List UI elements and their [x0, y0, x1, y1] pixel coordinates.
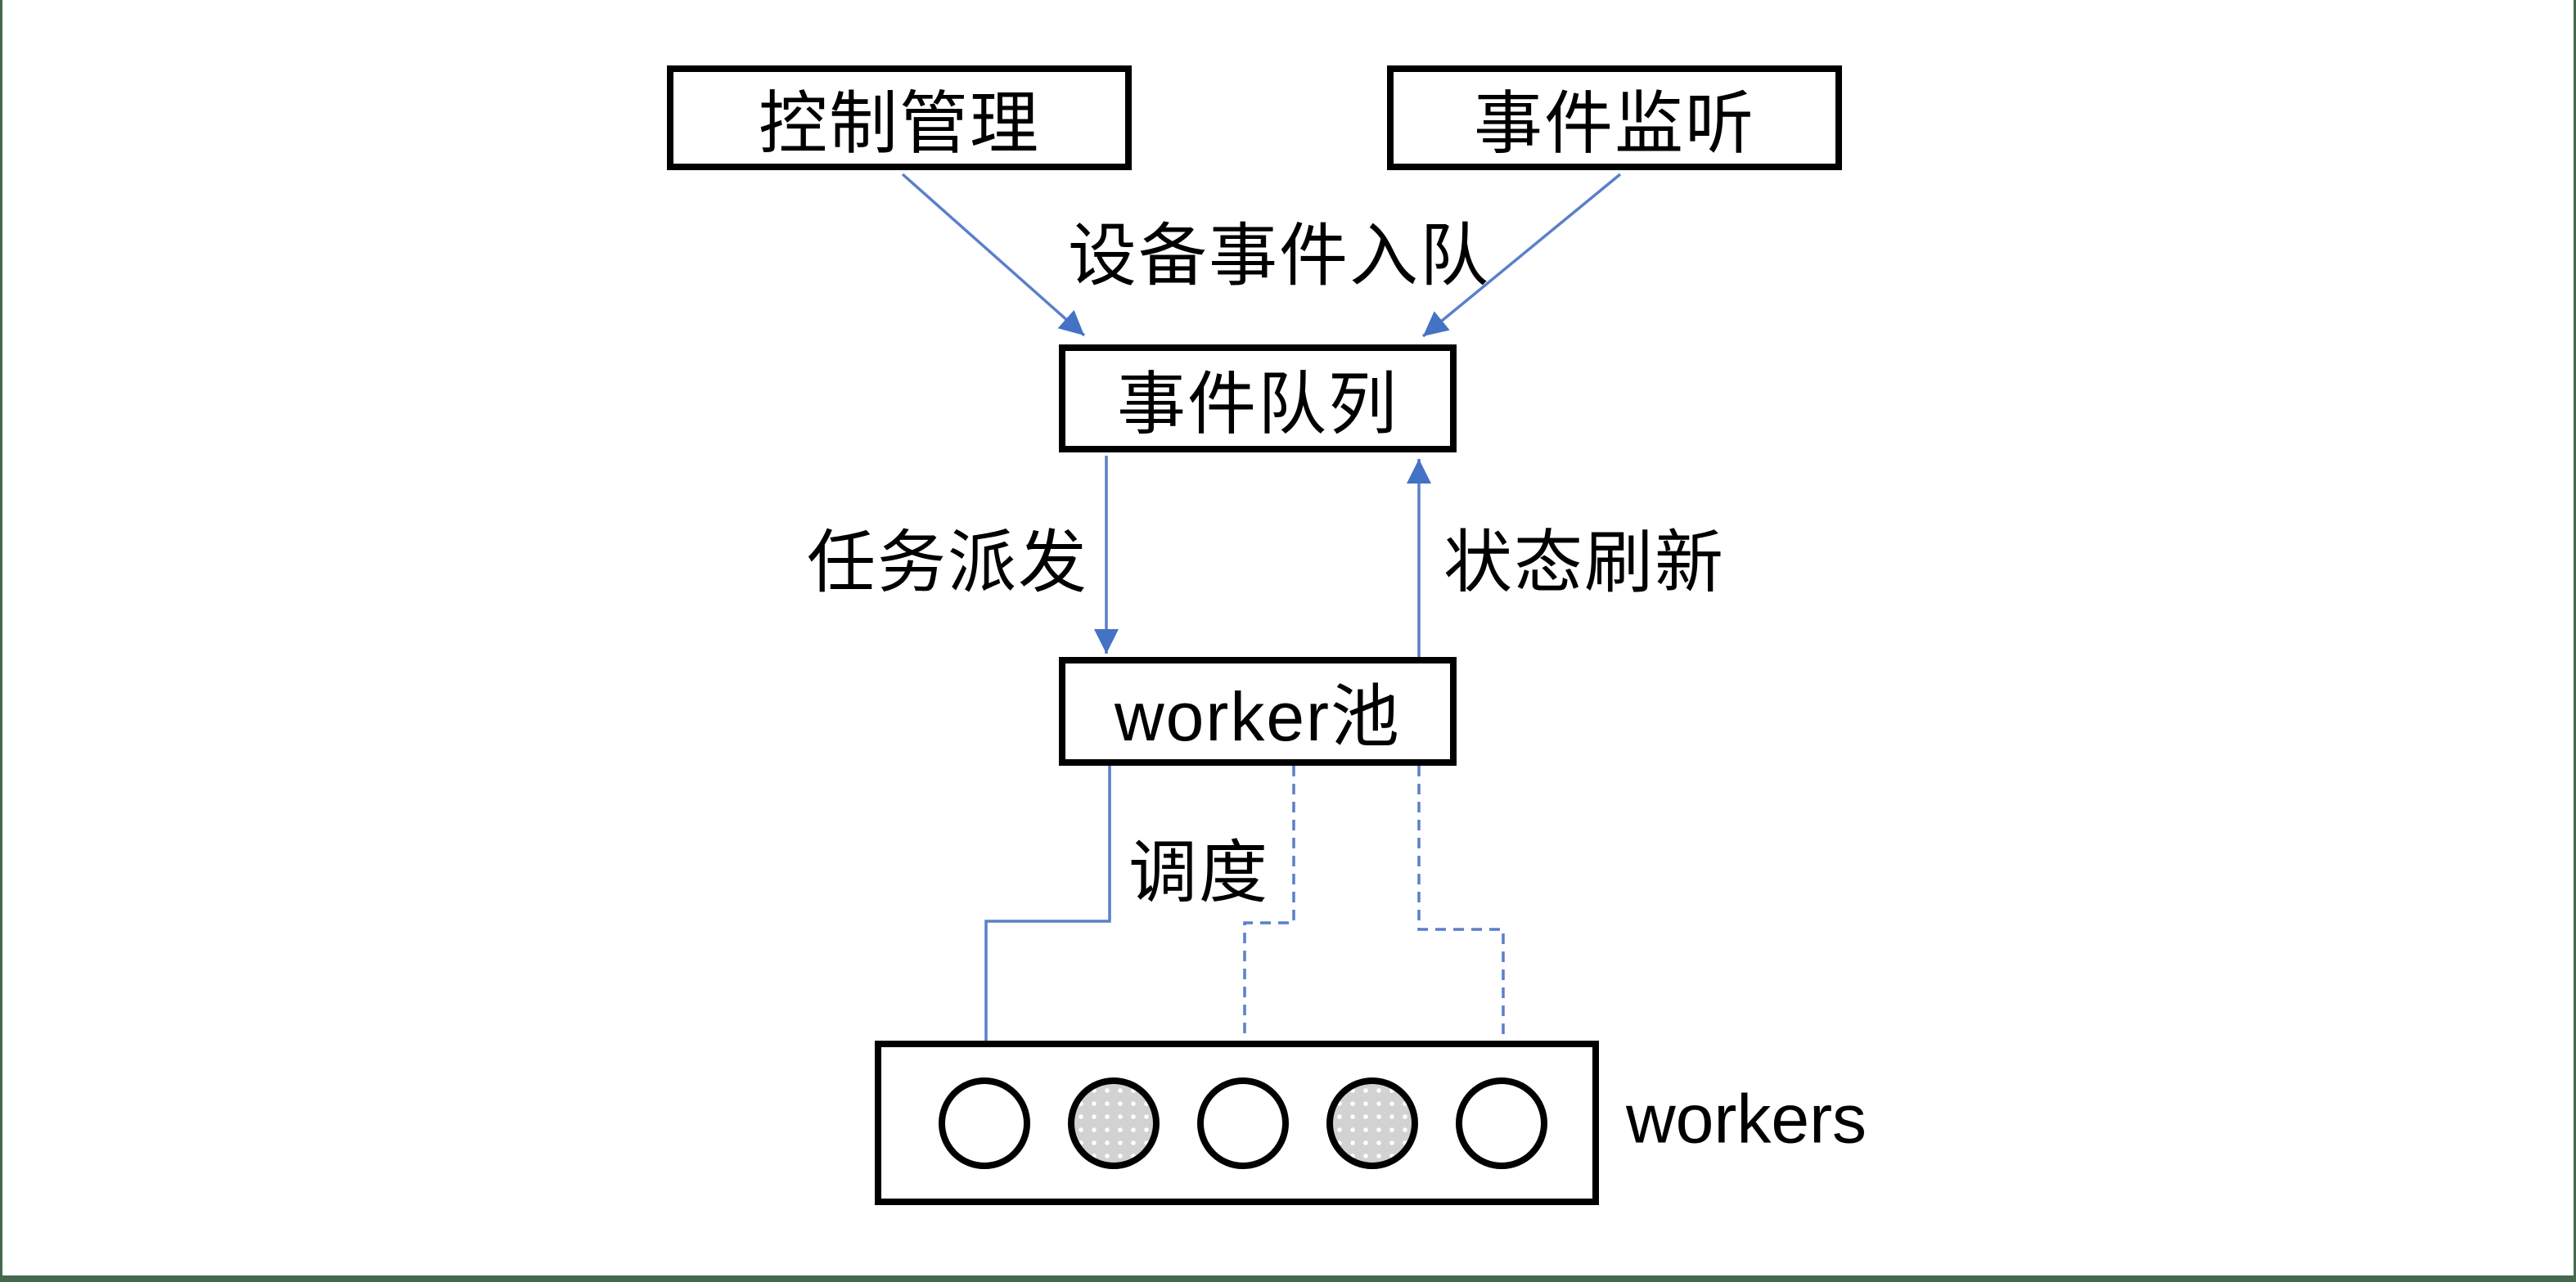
- edge-schedule-dashed-1: [1232, 766, 1295, 1071]
- node-event-queue: 事件队列: [1059, 344, 1457, 452]
- node-event-queue-label: 事件队列: [1116, 365, 1398, 443]
- edge-label-dispatch: 任务派发: [806, 524, 1089, 601]
- worker-circle-busy: [1326, 1077, 1418, 1169]
- node-control-management: 控制管理: [667, 65, 1132, 170]
- workers-box: [875, 1041, 1599, 1205]
- node-control-management-label: 控制管理: [758, 84, 1040, 162]
- node-worker-pool: worker池: [1059, 657, 1457, 766]
- worker-circle-idle: [1456, 1077, 1547, 1169]
- worker-circle-idle: [939, 1077, 1030, 1169]
- worker-circle-idle: [1197, 1077, 1289, 1169]
- worker-circle-busy: [1068, 1077, 1160, 1169]
- edge-enqueue-from-control: [901, 173, 1086, 337]
- node-worker-pool-label: worker池: [1114, 678, 1402, 755]
- edge-enqueue-from-listener: [1421, 173, 1622, 338]
- edge-schedule-solid: [974, 766, 1111, 1073]
- node-event-listener-label: 事件监听: [1473, 84, 1755, 162]
- workers-label: workers: [1626, 1080, 1867, 1158]
- edge-schedule-dashed-2: [1417, 766, 1515, 1071]
- edge-label-schedule: 调度: [1128, 834, 1270, 911]
- node-event-listener: 事件监听: [1387, 65, 1842, 170]
- edge-label-enqueue: 设备事件入队: [1067, 217, 1491, 295]
- edge-label-refresh: 状态刷新: [1443, 524, 1726, 601]
